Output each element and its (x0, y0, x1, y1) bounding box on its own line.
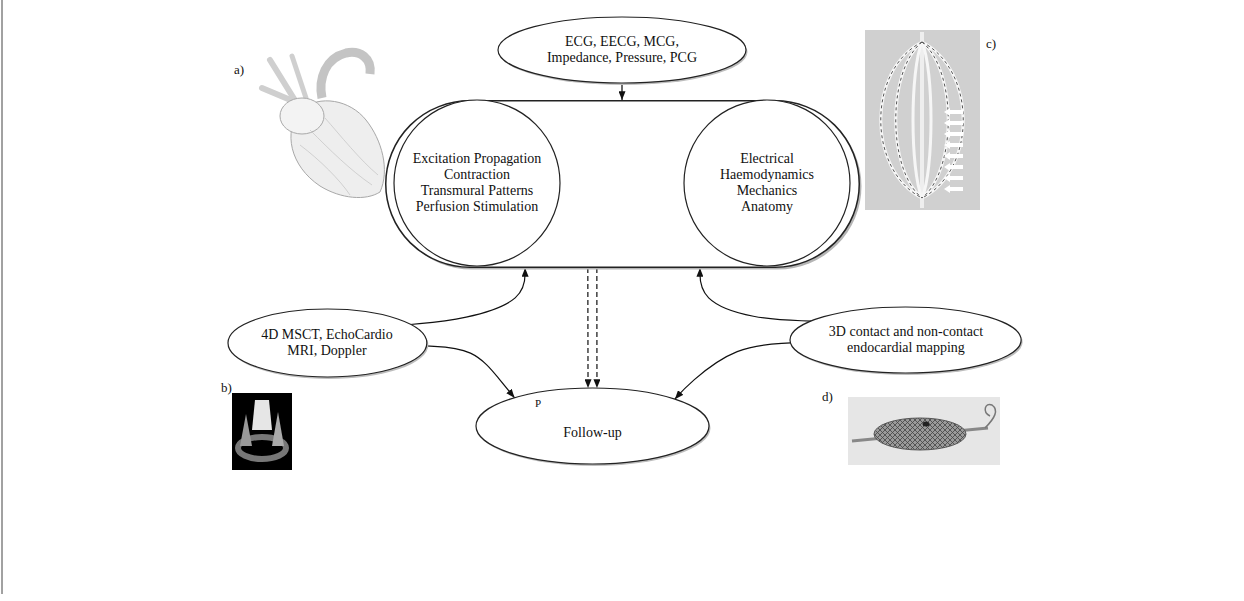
heart-model-image (262, 52, 384, 197)
follow-up-ellipse: P Follow-up (475, 387, 710, 465)
image-ground (865, 30, 980, 210)
atrium (280, 98, 324, 134)
node-text: Follow-up (533, 425, 653, 441)
aorta (321, 52, 370, 98)
ellipse-outline (228, 309, 427, 377)
dashed-arrow (596, 268, 597, 388)
mapping-ellipse: 3D contact and non-contact endocardial m… (789, 306, 1022, 374)
stadium-outline (386, 101, 860, 268)
flow-arrow (700, 268, 811, 321)
node-text: P (535, 397, 541, 410)
mesh-lines (300, 118, 378, 195)
ellipse-outline (790, 307, 1021, 373)
flow-arrow (675, 343, 791, 399)
valve-cone (252, 400, 272, 430)
process-circle: Excitation Propagation Contraction Trans… (393, 99, 561, 267)
leaflet (240, 414, 252, 446)
basket-splines (881, 42, 964, 198)
signal-source-ellipse: ECG, EECG, MCG, Impedance, Pressure, PCG (497, 16, 747, 84)
vessel (270, 60, 296, 102)
figure-letter: a) (234, 62, 244, 77)
page-border (2, 0, 3, 594)
figure-letter: b) (221, 380, 232, 395)
flow-arrow (410, 268, 525, 324)
flow-arrow (426, 346, 515, 398)
balloon-port (923, 422, 930, 427)
basket-catheter-image (865, 30, 980, 210)
node-text: Excitation Propagation Contraction Trans… (412, 151, 542, 215)
dashed-arrow (587, 268, 588, 388)
image-ground (848, 397, 1000, 465)
node-text: ECG, EECG, MCG, Impedance, Pressure, PCG (543, 34, 701, 66)
valve-model-image (232, 393, 292, 470)
electrode-arrows (944, 108, 963, 193)
node-text: Electrical Haemodynamics Mechanics Anato… (713, 151, 821, 215)
leaflet (272, 412, 284, 446)
circle-outline (684, 100, 850, 266)
circle-outline (394, 100, 560, 266)
ellipse-outline (498, 17, 746, 83)
catheter-tip-loop (985, 404, 996, 428)
ellipse-outline (476, 388, 709, 464)
figure-letter: d) (822, 389, 833, 404)
vessel (292, 56, 306, 98)
model-container: Excitation Propagation Contraction Trans… (385, 100, 860, 268)
catheter-shaft (920, 32, 924, 208)
domain-circle: Electrical Haemodynamics Mechanics Anato… (683, 99, 851, 267)
balloon-catheter-image (848, 397, 1000, 465)
imaging-ellipse: 4D MSCT, EchoCardio MRI, Doppler (227, 308, 428, 378)
flow-arrow (621, 83, 622, 100)
figure-letter: c) (986, 36, 996, 51)
node-text: 4D MSCT, EchoCardio MRI, Doppler (261, 327, 393, 359)
spline-electrodes (881, 42, 964, 198)
mesh-balloon (874, 418, 966, 450)
node-text: 3D contact and non-contact endocardial m… (820, 324, 992, 356)
image-ground (232, 393, 292, 470)
